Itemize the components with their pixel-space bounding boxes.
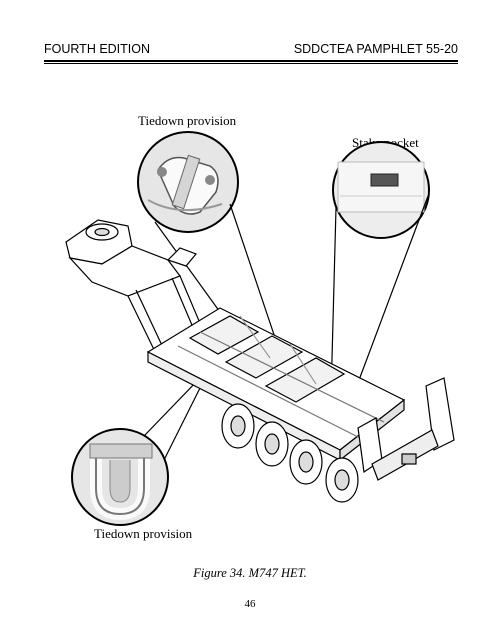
wheel-set bbox=[221, 403, 359, 503]
figure-caption: Figure 34. M747 HET. bbox=[193, 566, 307, 580]
header-edition: FOURTH EDITION bbox=[44, 42, 151, 56]
page-number: 46 bbox=[244, 598, 256, 610]
callout-label-tiedown-top: Tiedown provision bbox=[138, 113, 237, 128]
header-pamphlet-id: SDDCTEA PAMPHLET 55-20 bbox=[293, 42, 458, 56]
header-rule-thin bbox=[44, 63, 458, 64]
rear-ramps bbox=[357, 377, 455, 481]
trailer-illustration bbox=[40, 100, 470, 560]
tiedown-detail-top-circle bbox=[137, 131, 239, 233]
header-rule bbox=[44, 60, 458, 62]
callout-label-tiedown-bottom: Tiedown provision bbox=[94, 526, 193, 541]
tiedown-detail-bottom-circle bbox=[71, 428, 169, 526]
stake-pocket-detail-circle bbox=[332, 141, 430, 239]
trailer-drawing bbox=[65, 131, 455, 526]
gooseneck bbox=[65, 219, 209, 363]
page-header: FOURTH EDITION SDDCTEA PAMPHLET 55-20 bbox=[44, 42, 458, 62]
